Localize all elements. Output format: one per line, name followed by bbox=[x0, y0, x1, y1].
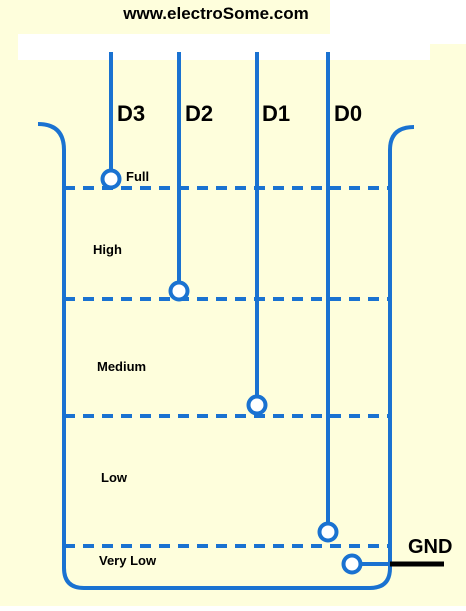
level-label-high: High bbox=[93, 242, 122, 257]
probe-label-d0: D0 bbox=[334, 101, 363, 126]
ground-probe-tip bbox=[341, 553, 363, 575]
probe-tip-d1 bbox=[246, 394, 268, 416]
probe-tip-d2 bbox=[168, 280, 190, 302]
probe-label-d3: D3 bbox=[117, 101, 146, 126]
probe-label-d2: D2 bbox=[185, 101, 214, 126]
ground-label: GND bbox=[408, 536, 453, 558]
header-band-right bbox=[330, 0, 466, 44]
level-label-very-low: Very Low bbox=[99, 553, 157, 568]
level-label-medium: Medium bbox=[97, 359, 147, 374]
site-title: www.electroSome.com bbox=[123, 4, 309, 23]
probe-tip-d3 bbox=[100, 168, 122, 190]
probe-tip-d0 bbox=[317, 521, 339, 543]
level-label-full: Full bbox=[126, 169, 150, 184]
probe-label-d1: D1 bbox=[262, 101, 291, 126]
level-label-low: Low bbox=[101, 470, 127, 485]
container-outline bbox=[37, 122, 415, 590]
